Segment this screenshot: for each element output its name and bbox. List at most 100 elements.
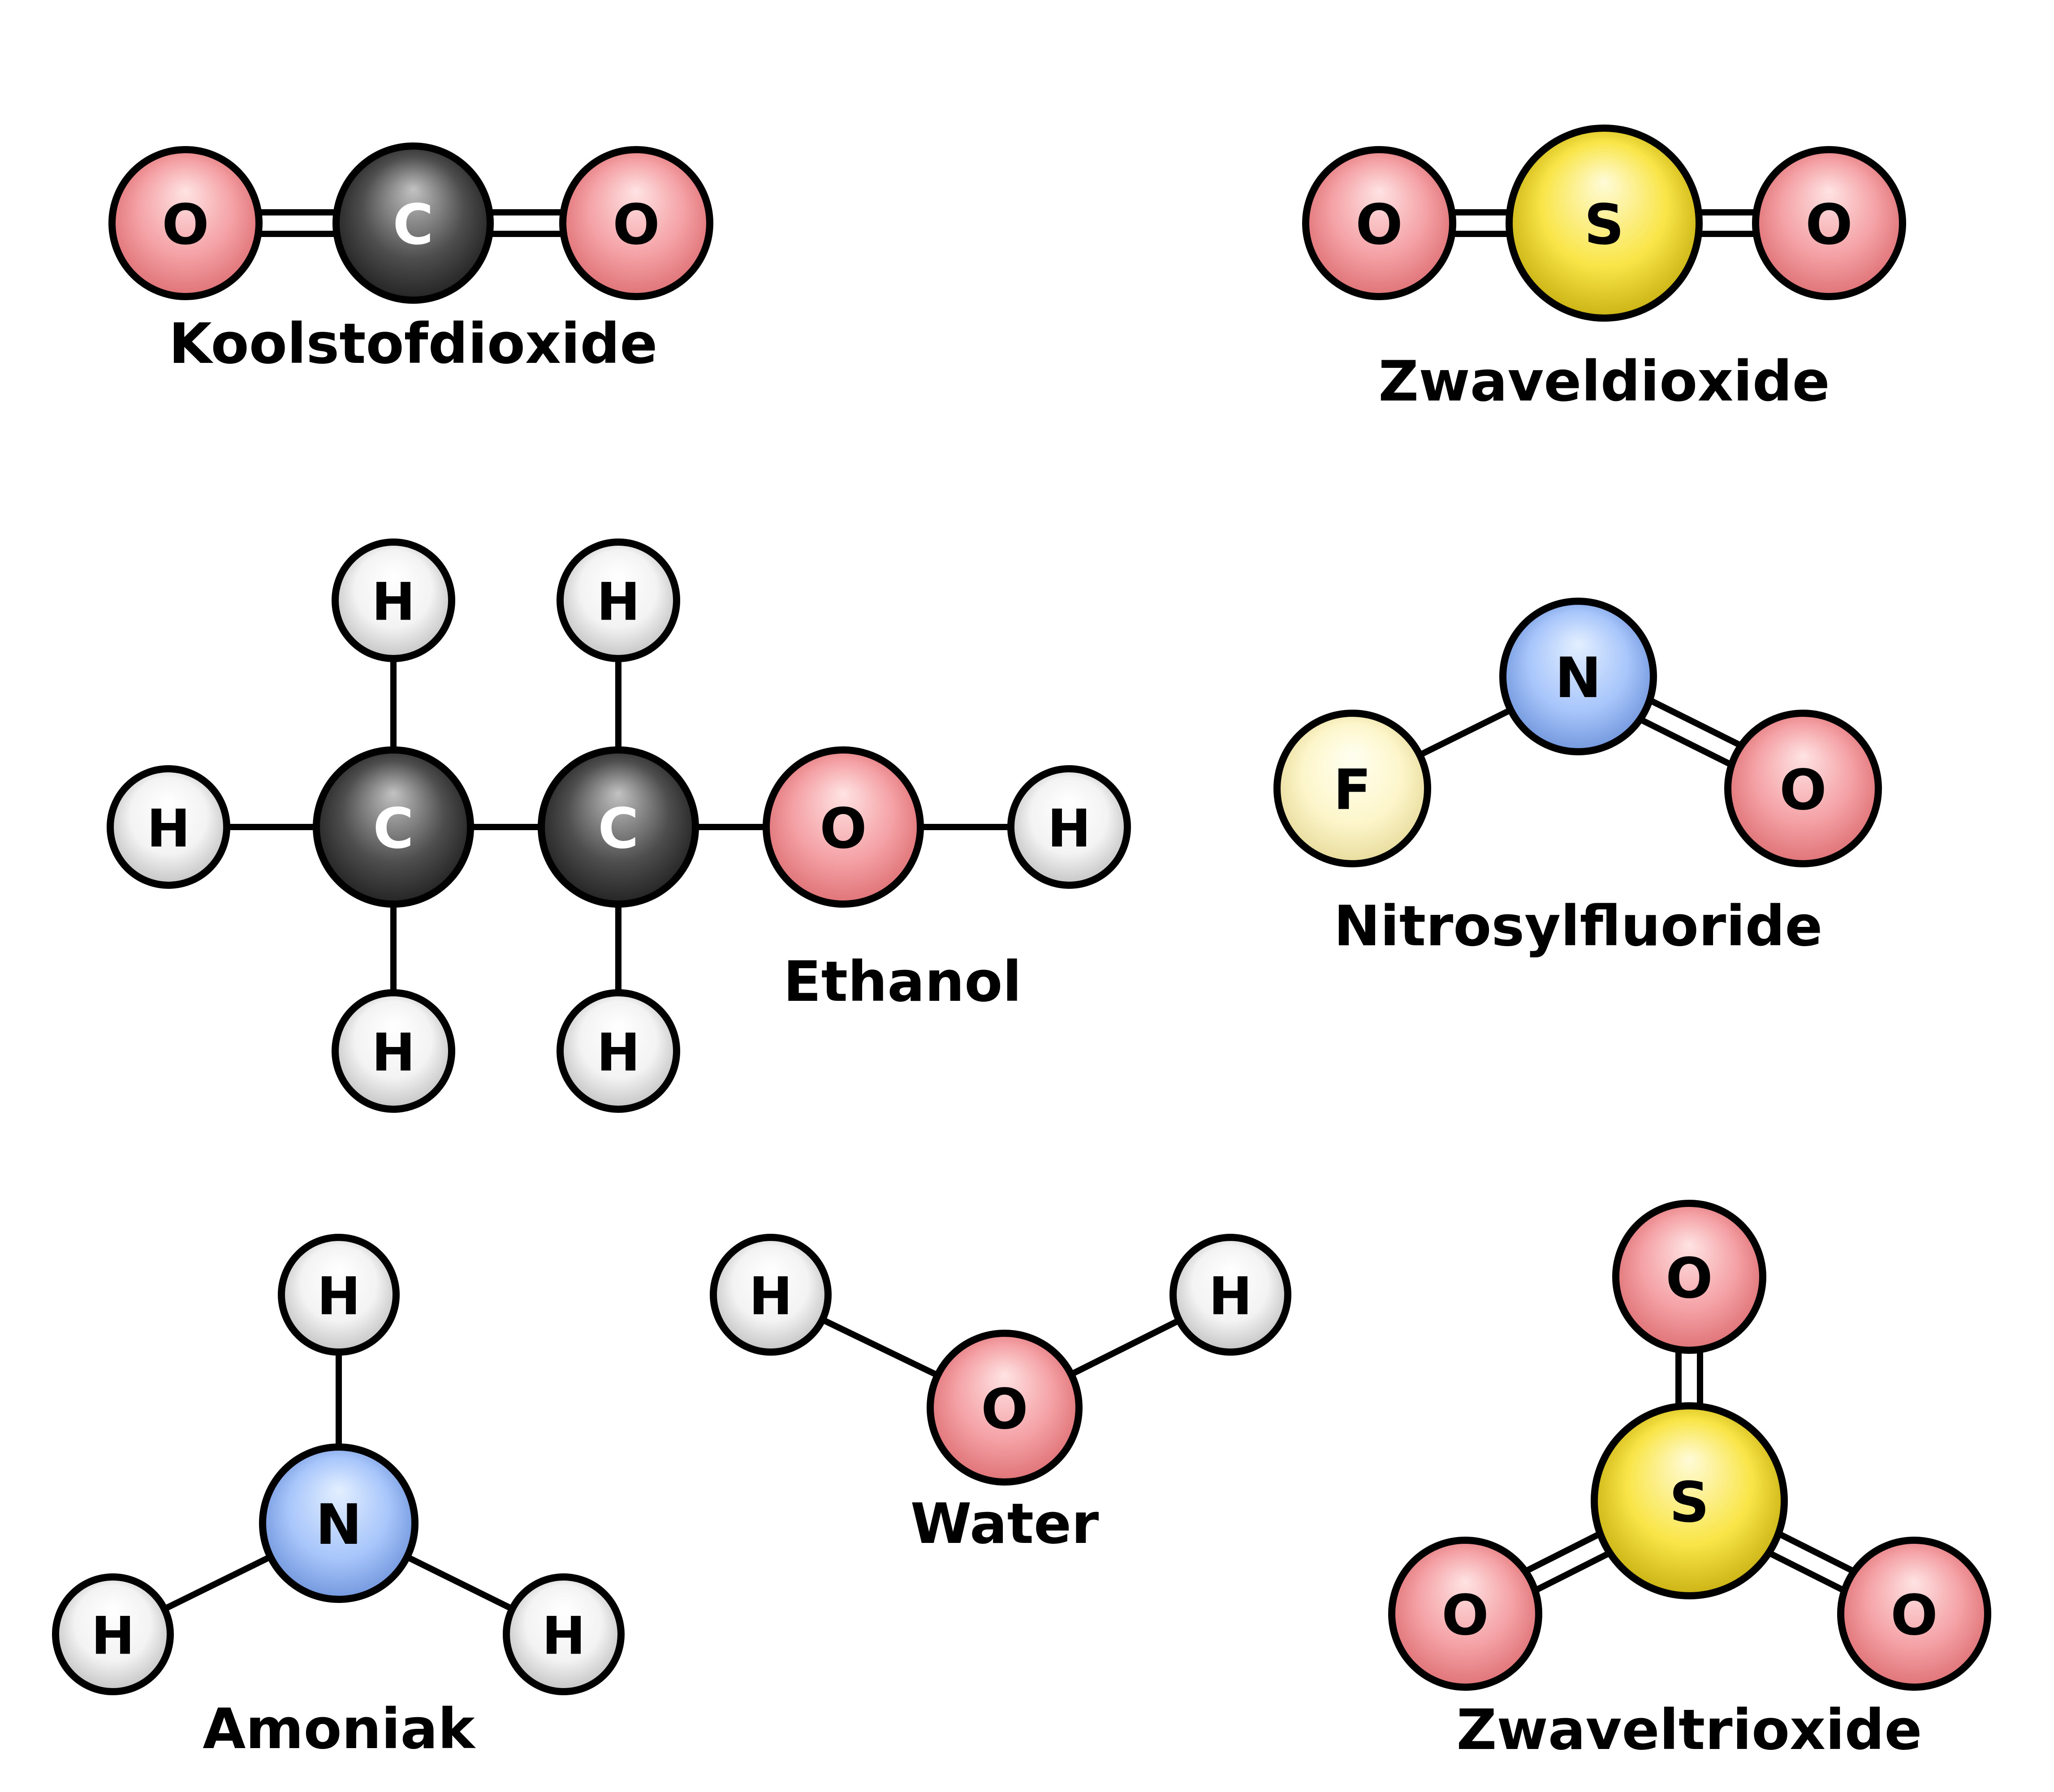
- oxygen-atom: O: [927, 1330, 1083, 1486]
- hydrogen-atom: H: [503, 1573, 625, 1695]
- molecule-name: Water: [910, 1492, 1099, 1556]
- atom-sphere: [332, 989, 455, 1113]
- nitrogen-atom: N: [1499, 598, 1657, 755]
- atom-label: C: [393, 193, 433, 257]
- atom-sphere: [108, 146, 263, 300]
- hydrogen-atom: H: [1169, 1234, 1291, 1356]
- hydrogen-atom: H: [332, 989, 455, 1113]
- molecule-zwaveltrioxide: S O O O Zwaveltrioxide: [1388, 1200, 1991, 1762]
- atom-label: H: [371, 572, 415, 633]
- oxygen-atom: O: [1724, 710, 1882, 867]
- atom-sphere: [313, 746, 474, 908]
- oxygen-atom: O: [1752, 146, 1906, 300]
- atom-sphere: [1273, 710, 1431, 867]
- atom-sphere: [1388, 1537, 1542, 1691]
- molecule-amoniak: N H H H Amoniak: [52, 1234, 625, 1762]
- atom-label: H: [1047, 799, 1091, 859]
- atom-label: O: [162, 193, 209, 257]
- atom-label: O: [820, 797, 867, 861]
- molecule-name: Zwaveltrioxide: [1456, 1698, 1922, 1762]
- oxygen-atom: O: [1612, 1200, 1766, 1354]
- atom-label: H: [317, 1266, 360, 1327]
- atom-sphere: [1506, 125, 1703, 322]
- molecule-name: Amoniak: [203, 1697, 476, 1762]
- hydrogen-atom: H: [557, 989, 680, 1113]
- hydrogen-atom: H: [710, 1234, 832, 1356]
- atom-sphere: [1007, 765, 1131, 889]
- atom-label: H: [596, 572, 640, 633]
- carbon-atom: C: [332, 142, 494, 304]
- nitrogen-atom: N: [259, 1443, 419, 1603]
- atom-sphere: [927, 1330, 1083, 1486]
- atom-label: H: [147, 799, 190, 859]
- oxygen-atom: O: [559, 146, 713, 300]
- oxygen-atom: O: [763, 746, 924, 908]
- oxygen-atom: O: [1837, 1537, 1991, 1691]
- oxygen-atom: O: [1302, 146, 1456, 300]
- hydrogen-atom: H: [278, 1234, 400, 1356]
- hydrogen-atom: H: [52, 1573, 174, 1695]
- atom-sphere: [332, 538, 455, 662]
- atom-label: O: [1441, 1583, 1489, 1648]
- atom-sphere: [559, 146, 713, 300]
- atom-label: O: [1355, 193, 1402, 257]
- molecule-nitrosylfluoride: F N O Nitrosylfluoride: [1273, 598, 1882, 959]
- hydrogen-atom: H: [332, 538, 455, 662]
- molecule-name: Ethanol: [783, 950, 1022, 1014]
- atom-label: O: [981, 1377, 1028, 1442]
- atom-label: H: [542, 1606, 585, 1667]
- atom-label: S: [1669, 1470, 1709, 1535]
- atom-sphere: [52, 1573, 174, 1695]
- atom-sphere: [332, 142, 494, 304]
- atom-label: F: [1333, 758, 1372, 823]
- molecule-name: Zwaveldioxide: [1378, 349, 1830, 414]
- atom-sphere: [1169, 1234, 1291, 1356]
- sulfur-atom: S: [1591, 1402, 1788, 1599]
- atom-sphere: [278, 1234, 400, 1356]
- atom-sphere: [1724, 710, 1882, 867]
- oxygen-atom: O: [1388, 1537, 1542, 1691]
- carbon-atom: C: [313, 746, 474, 908]
- molecule-water: O H H Water: [710, 1234, 1291, 1556]
- atom-label: O: [1779, 758, 1826, 823]
- oxygen-atom: O: [108, 146, 263, 300]
- atom-sphere: [1499, 598, 1657, 755]
- atom-sphere: [259, 1443, 419, 1603]
- molecule-name: Koolstofdioxide: [169, 312, 658, 376]
- atom-label: H: [1208, 1266, 1252, 1327]
- fluorine-atom: F: [1273, 710, 1431, 867]
- atom-label: C: [373, 797, 414, 861]
- atom-label: S: [1584, 193, 1624, 257]
- molecule-name: Nitrosylfluoride: [1334, 894, 1823, 959]
- atom-sphere: [710, 1234, 832, 1356]
- atom-sphere: [557, 538, 680, 662]
- atom-label: H: [91, 1606, 134, 1667]
- atom-label: C: [598, 797, 639, 861]
- atom-sphere: [538, 746, 699, 908]
- hydrogen-atom: H: [557, 538, 680, 662]
- molecule-zwaveldioxide: O S O Zwaveldioxide: [1302, 125, 1906, 414]
- atom-label: O: [1805, 193, 1852, 257]
- atom-sphere: [1591, 1402, 1788, 1599]
- atom-sphere: [763, 746, 924, 908]
- atom-sphere: [1612, 1200, 1766, 1354]
- atom-sphere: [1302, 146, 1456, 300]
- atom-sphere: [1837, 1537, 1991, 1691]
- molecule-koolstofdioxide: O C O Koolstofdioxide: [108, 142, 713, 376]
- atom-label: N: [1555, 646, 1601, 711]
- atom-sphere: [107, 765, 230, 889]
- atom-label: N: [315, 1493, 362, 1557]
- atom-sphere: [1752, 146, 1906, 300]
- hydrogen-atom: H: [1007, 765, 1131, 889]
- atom-sphere: [503, 1573, 625, 1695]
- atom-label: O: [1890, 1583, 1937, 1648]
- atom-label: H: [749, 1266, 792, 1327]
- hydrogen-atom: H: [107, 765, 230, 889]
- molecule-ethanol: H C C O H H H H H Ethanol: [107, 538, 1131, 1113]
- atom-label: O: [613, 193, 660, 257]
- atom-sphere: [557, 989, 680, 1113]
- atom-label: H: [596, 1023, 640, 1083]
- atom-label: H: [371, 1023, 415, 1083]
- carbon-atom: C: [538, 746, 699, 908]
